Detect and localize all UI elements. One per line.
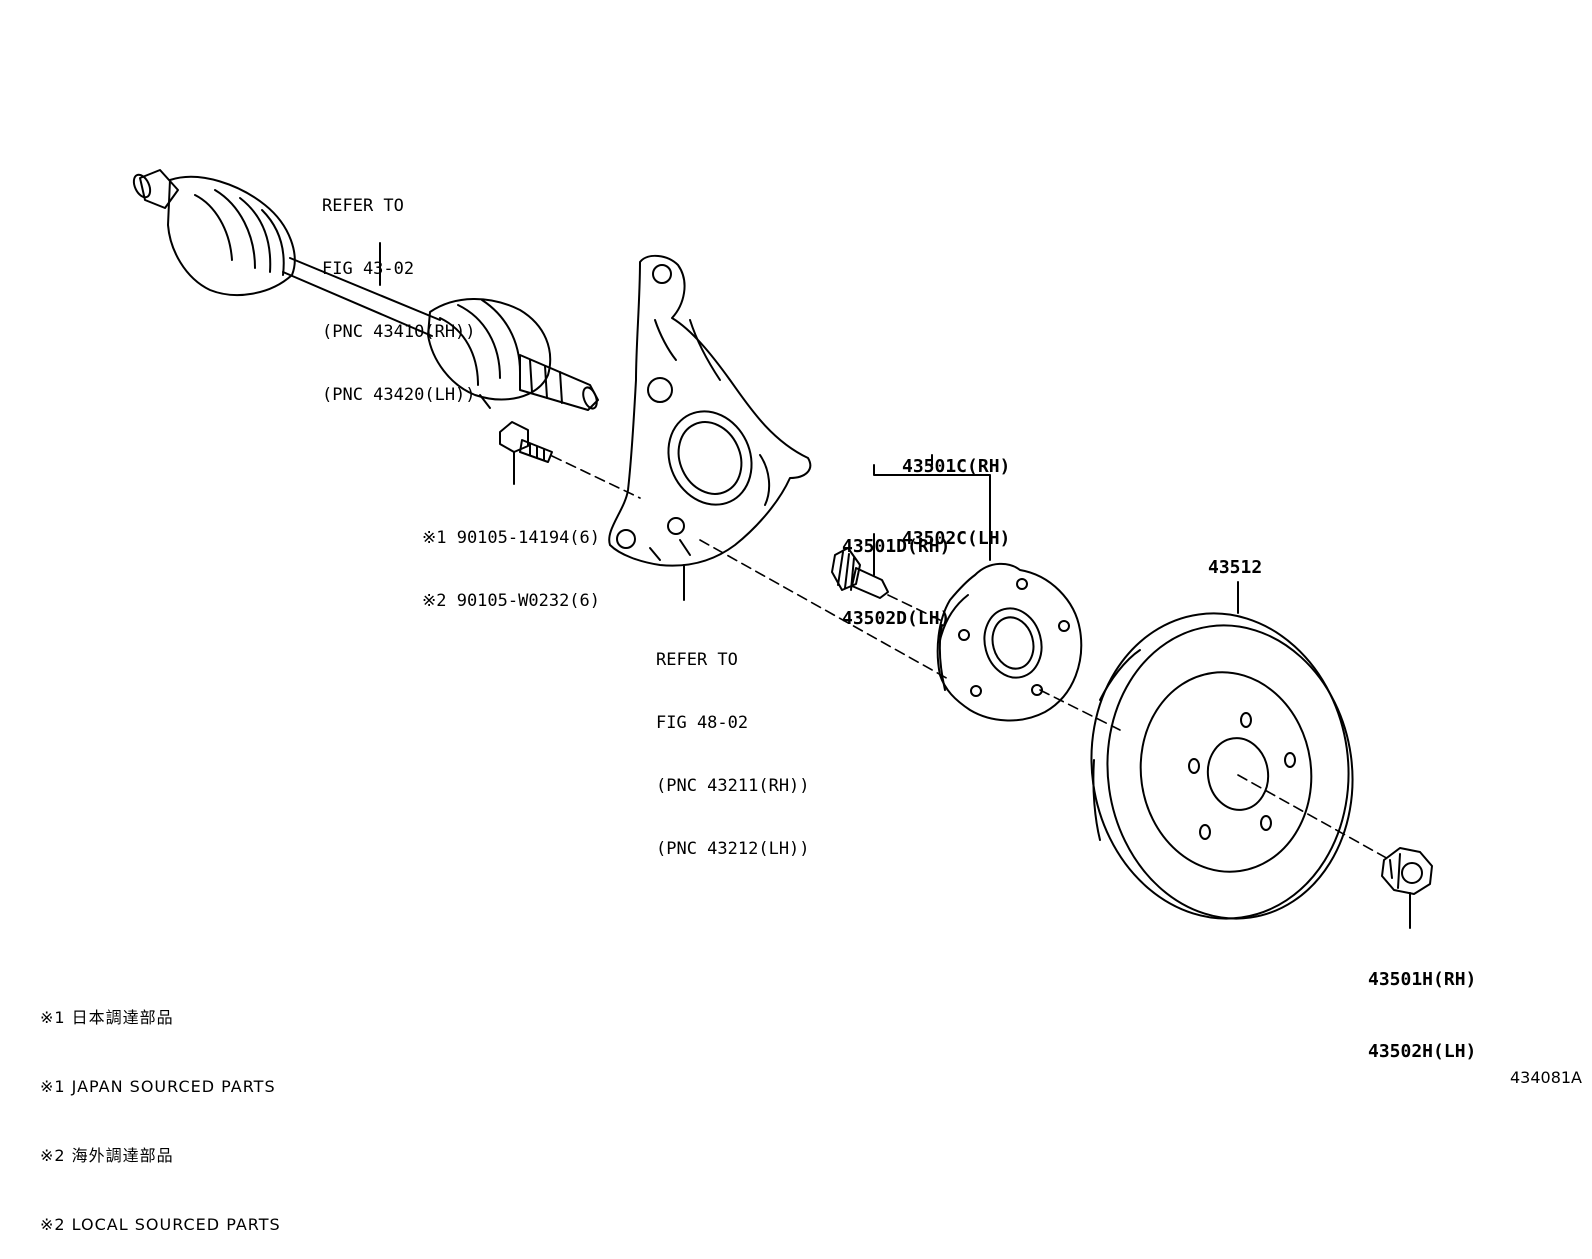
ref-line: REFER TO [656,650,738,670]
part-number: ※2 90105-W0232(6) [422,591,601,611]
ref-line: (PNC 43410(RH)) [322,322,476,342]
steering-knuckle[interactable] [608,254,812,567]
hub-bolt-part-numbers[interactable]: 43501D(RH) 43502D(LH) [842,487,950,655]
knuckle-reference[interactable]: REFER TO FIG 48-02 (PNC 43211(RH)) (PNC … [656,608,810,881]
brake-disc-rotor[interactable] [1072,597,1371,936]
ref-line: (PNC 43211(RH)) [656,776,810,796]
nut-part-numbers[interactable]: 43501H(RH) 43502H(LH) [1368,920,1476,1088]
legend-line: ※1 日本調達部品 [40,1008,174,1027]
hub-bearing-assembly[interactable] [936,562,1083,722]
hub-assembly-part-numbers[interactable]: 43501C(RH) 43502C(LH) [902,407,1010,575]
ref-line: (PNC 43212(LH)) [656,839,810,859]
drive-shaft[interactable] [131,169,600,411]
part-number: 43502H(LH) [1368,1041,1477,1062]
part-number: 43501C(RH) [902,456,1011,477]
ref-line: FIG 43-02 [322,259,415,279]
legend-line: ※1 JAPAN SOURCED PARTS [40,1077,276,1096]
rotor-part-number[interactable]: 43512 [1208,557,1263,578]
legend-line: ※2 海外調達部品 [40,1146,174,1165]
leader-line [873,464,991,561]
figure-number: 434081A [1509,1068,1582,1087]
part-number: 43502C(LH) [902,528,1011,549]
knuckle-bolt[interactable] [499,421,553,463]
hub-bolt[interactable] [831,547,889,599]
part-number: 43501D(RH) [842,536,951,557]
part-number: 43502D(LH) [842,608,951,629]
ref-line: REFER TO [322,196,404,216]
hub-nut[interactable] [1381,847,1433,895]
part-number: ※1 90105-14194(6) [422,528,601,548]
legend-line: ※2 LOCAL SOURCED PARTS [40,1215,281,1234]
part-number: 43501H(RH) [1368,969,1477,990]
parts-diagram [131,169,1433,936]
ref-line: FIG 48-02 [656,713,749,733]
ref-line: (PNC 43420(LH)) [322,385,476,405]
bolt-part-numbers[interactable]: ※1 90105-14194(6) ※2 90105-W0232(6) [422,486,600,633]
driveshaft-reference[interactable]: REFER TO FIG 43-02 (PNC 43410(RH)) (PNC … [322,154,476,427]
assembly-axis [551,455,1391,861]
sourcing-legend: ※1 日本調達部品 ※1 JAPAN SOURCED PARTS ※2 海外調達… [40,960,281,1259]
